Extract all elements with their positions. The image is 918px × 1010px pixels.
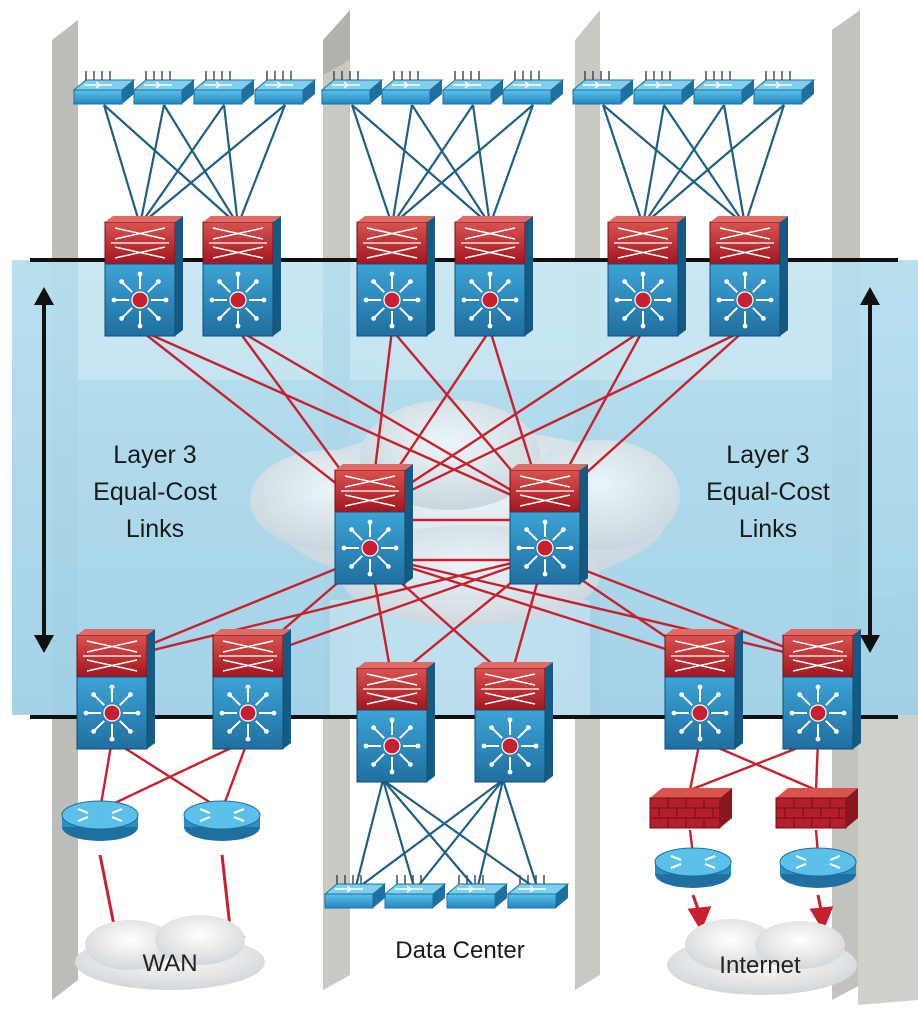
workgroup-switch-icon xyxy=(320,71,384,105)
workgroup-switch-icon xyxy=(383,875,447,909)
firewall-icon xyxy=(649,788,732,829)
right-double-arrow xyxy=(860,287,880,653)
layer3-switch-icon xyxy=(76,629,155,750)
workgroup-switch-icon xyxy=(323,875,387,909)
workgroup-switch-icon xyxy=(253,71,317,105)
layer3-switch-icon xyxy=(356,662,435,783)
left-label-line-1: Layer 3 xyxy=(113,441,197,469)
layer3-switch-icon xyxy=(334,464,413,585)
left-double-arrow xyxy=(34,287,54,653)
workgroup-switch-icon xyxy=(192,71,256,105)
wan-cloud-icon xyxy=(75,915,265,990)
workgroup-switch-icon xyxy=(132,71,196,105)
workgroup-switch-icon xyxy=(752,71,816,105)
workgroup-switch-icon xyxy=(692,71,756,105)
firewall-icon xyxy=(775,788,858,829)
workgroup-switch-icon xyxy=(441,71,505,105)
workgroup-switch-icon xyxy=(445,875,509,909)
workgroup-switch-icon xyxy=(501,71,565,105)
devices xyxy=(61,71,861,909)
layer3-switch-icon xyxy=(104,216,183,337)
workgroup-switch-icon xyxy=(380,71,444,105)
layer3-switch-icon xyxy=(607,216,686,337)
router-icon xyxy=(779,847,857,888)
wan-label: WAN xyxy=(142,950,198,977)
router-icon xyxy=(183,800,261,841)
workgroup-switch-icon xyxy=(632,71,696,105)
workgroup-switch-icon xyxy=(72,71,136,105)
router-icon xyxy=(654,847,732,888)
workgroup-switch-icon xyxy=(571,71,635,105)
internet-cloud-icon xyxy=(667,919,857,995)
layer3-switch-icon xyxy=(474,662,553,783)
right-label-line-1: Layer 3 xyxy=(726,441,810,469)
right-label-line-2: Equal-Cost xyxy=(706,478,830,506)
router-icon xyxy=(61,800,139,841)
layer3-switch-icon xyxy=(202,216,281,337)
layer3-switch-icon xyxy=(454,216,533,337)
internet-label: Internet xyxy=(719,952,801,979)
layer3-switch-icon xyxy=(664,629,743,750)
left-label-line-2: Equal-Cost xyxy=(93,478,217,506)
right-links-label: Layer 3 Equal-Cost Links xyxy=(683,437,853,548)
layer3-switch-icon xyxy=(509,464,588,585)
left-label-line-3: Links xyxy=(125,515,185,543)
access-uplinks xyxy=(102,104,786,891)
layer3-switch-icon xyxy=(212,629,291,750)
layer3-switch-icon xyxy=(356,216,435,337)
layer3-switch-icon xyxy=(782,629,861,750)
workgroup-switch-icon xyxy=(506,875,570,909)
right-label-line-3: Links xyxy=(738,515,798,543)
layer3-switch-icon xyxy=(709,216,788,337)
left-links-label: Layer 3 Equal-Cost Links xyxy=(70,437,240,548)
data-center-label: Data Center xyxy=(395,937,525,964)
